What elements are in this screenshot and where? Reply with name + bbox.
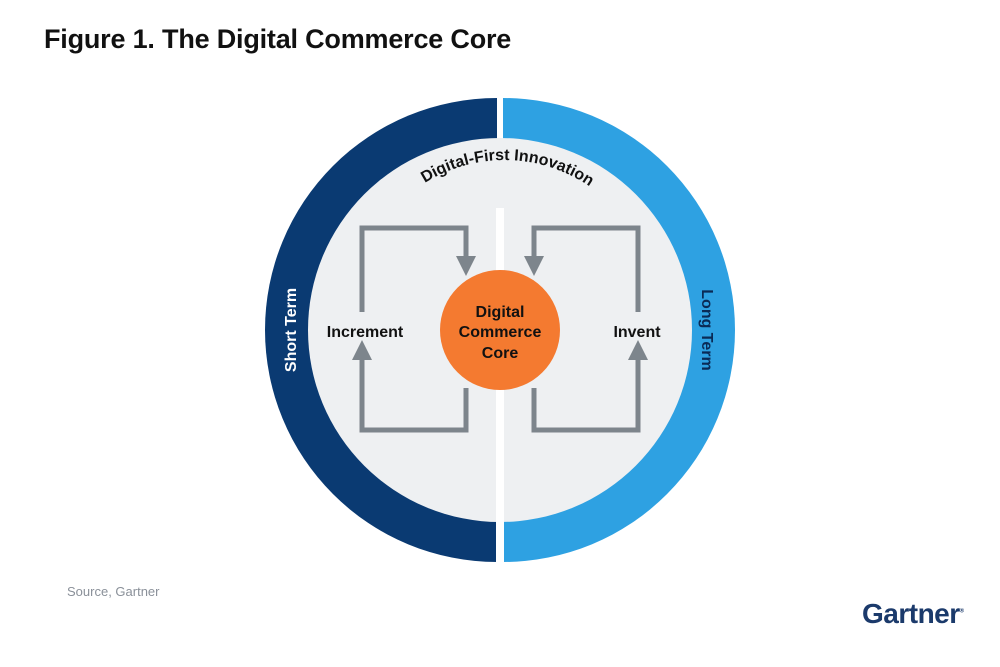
core-label-line3: Core [482,345,519,362]
invent-label: Invent [613,324,661,341]
gartner-logo: Gartner® [862,598,964,630]
core-label-line2: Commerce [459,324,542,341]
invent-bottom-arrow [531,340,648,433]
figure-title: Figure 1. The Digital Commerce Core [44,24,512,54]
logo-text: Gartner [862,598,960,629]
long-term-label: Long Term [698,289,715,370]
digital-commerce-core [440,270,560,390]
increment-bottom-arrow [352,340,469,433]
invent-top-arrow [524,225,641,312]
increment-top-arrow [359,225,476,312]
increment-loop-arrows [352,225,648,433]
increment-label: Increment [327,324,404,341]
registered-mark: ® [959,608,964,615]
core-label-line1: Digital [476,304,525,321]
source-note: Source, Gartner [67,584,160,599]
short-term-label: Short Term [283,288,300,372]
